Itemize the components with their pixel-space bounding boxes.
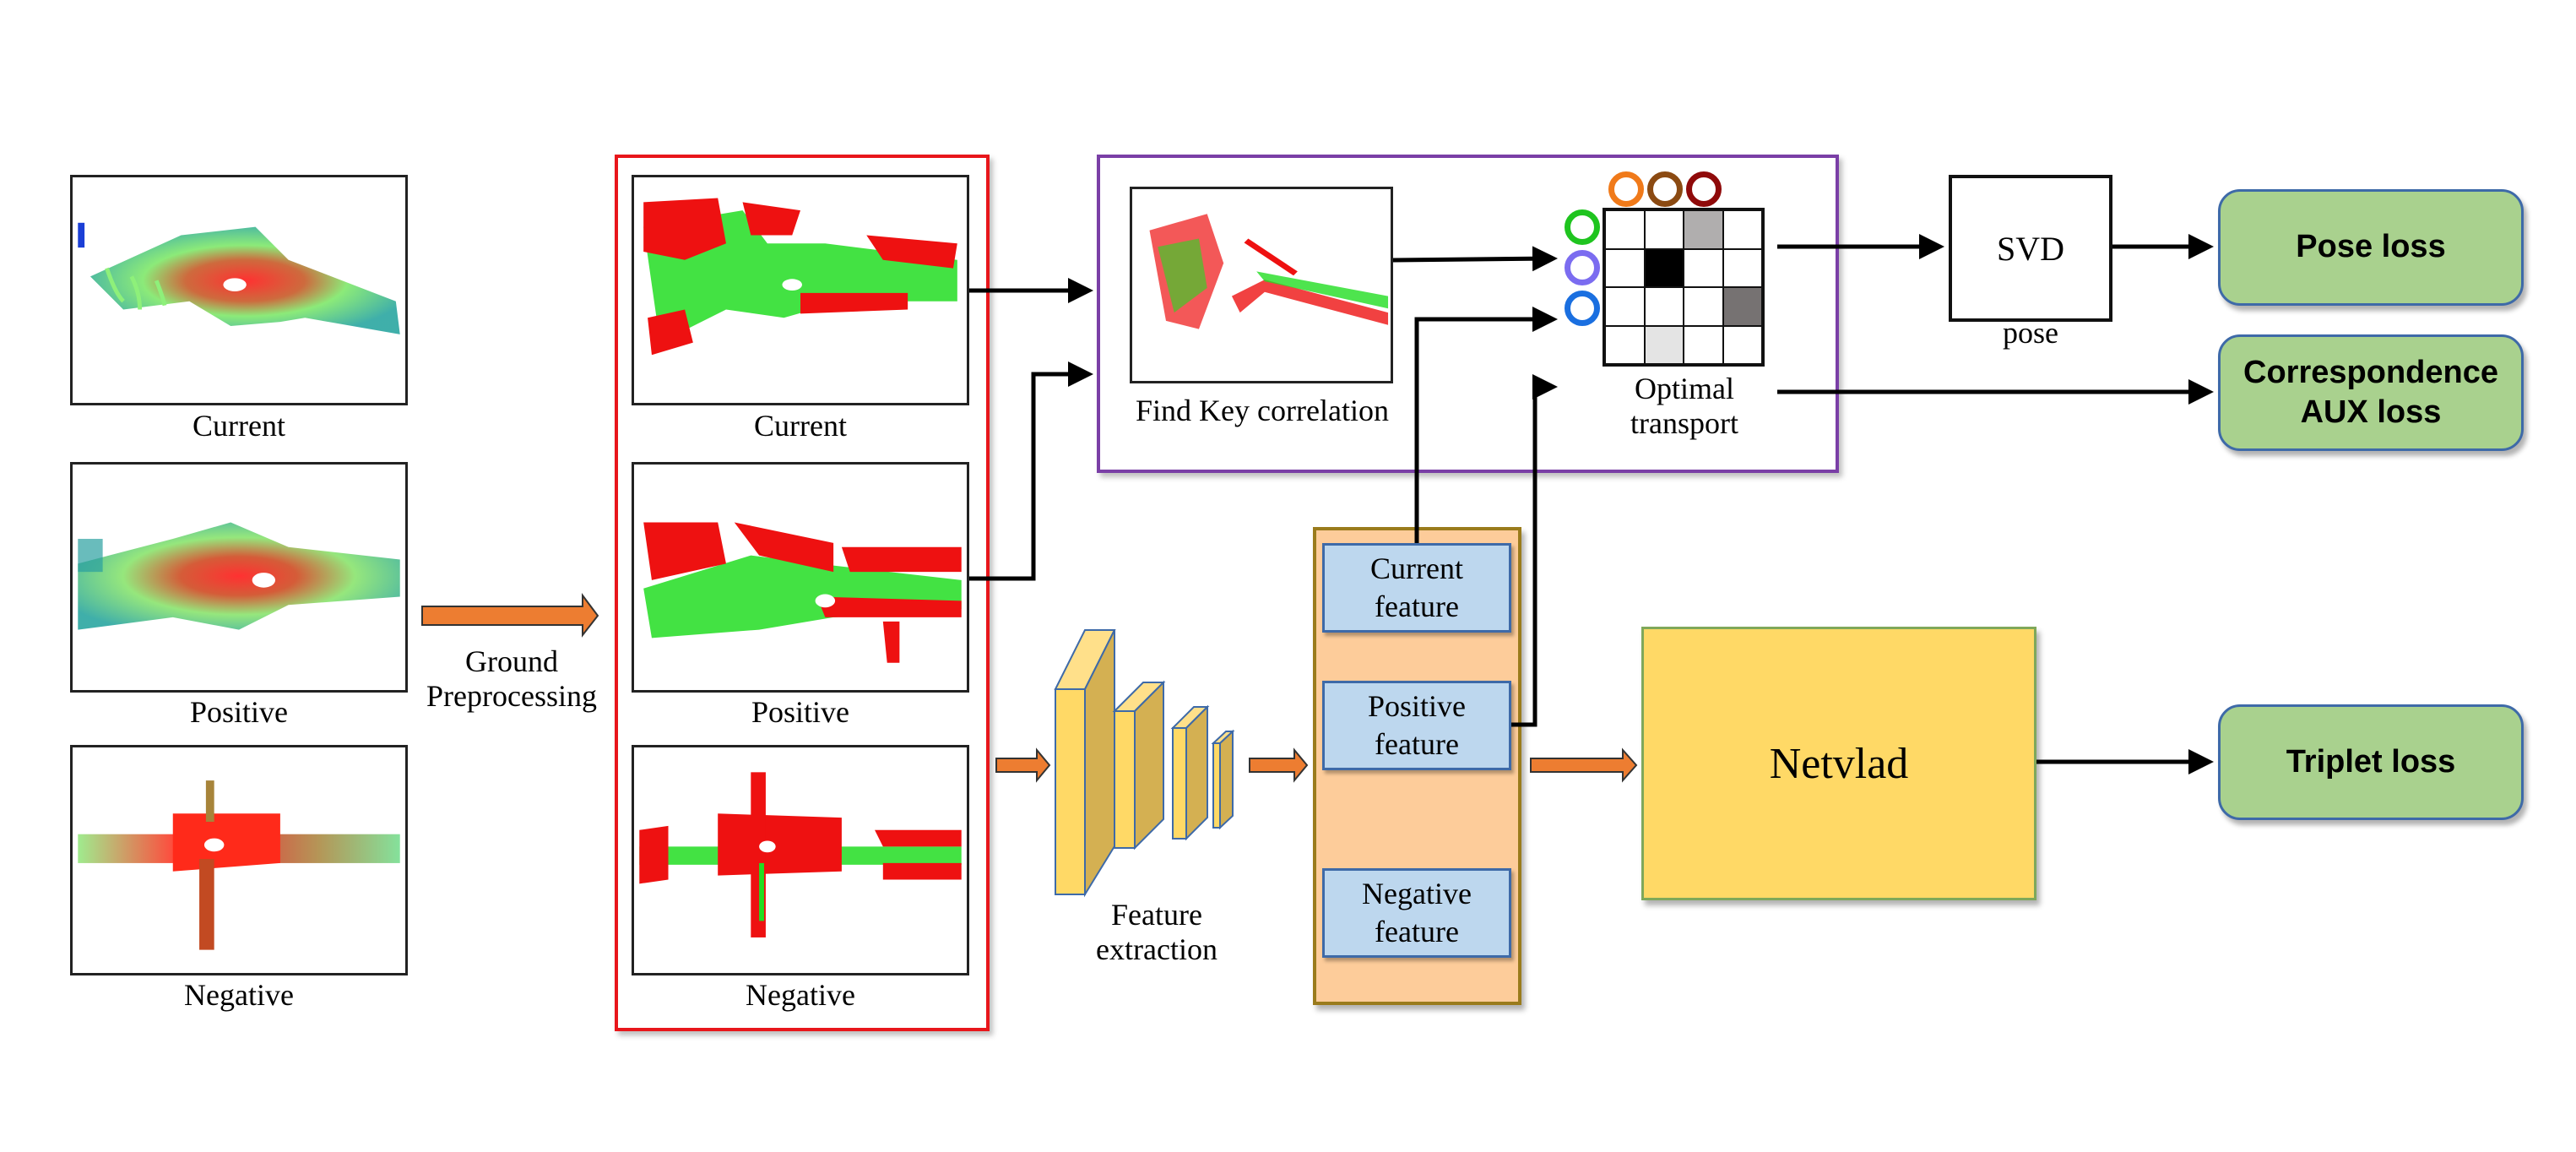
ot-matrix-cell bbox=[1684, 325, 1723, 364]
pointcloud-image bbox=[643, 198, 957, 356]
correspondence-loss-line1: Correspondence bbox=[2243, 354, 2498, 390]
raw-current-pointcloud bbox=[70, 175, 408, 405]
ot-matrix-cell bbox=[1722, 287, 1762, 326]
ot-matrix-cell bbox=[1684, 248, 1723, 287]
optimal-transport-line2: transport bbox=[1630, 406, 1738, 441]
triplet-loss-box: Triplet loss bbox=[2218, 704, 2524, 820]
ot-matrix-cell bbox=[1644, 210, 1684, 249]
ot-matrix-cell bbox=[1684, 210, 1723, 249]
pointcloud-image bbox=[639, 772, 962, 937]
cnn-feature-extractor-icon bbox=[1054, 629, 1235, 898]
ot-matrix-cell bbox=[1722, 325, 1762, 364]
filtered-negative-label: Negative bbox=[746, 978, 855, 1012]
ground-preprocessing-line2: Preprocessing bbox=[426, 679, 597, 714]
feature-extraction-line2: extraction bbox=[1096, 932, 1217, 967]
cnn-layer-1 bbox=[1054, 629, 1116, 898]
negative-feature-box: Negative feature bbox=[1322, 868, 1511, 958]
raw-positive-pointcloud bbox=[70, 462, 408, 693]
raw-current-label: Current bbox=[193, 409, 285, 443]
pose-label: pose bbox=[2003, 316, 2058, 350]
positive-feature-line1: Positive bbox=[1367, 689, 1466, 723]
ot-matrix-cell bbox=[1644, 287, 1684, 326]
feature-extraction-label: Feature extraction bbox=[1047, 898, 1266, 968]
optimal-transport-line1: Optimal bbox=[1635, 372, 1734, 405]
netvlad-block: Netvlad bbox=[1641, 627, 2036, 900]
pointcloud-image bbox=[643, 522, 962, 663]
ot-matrix-cell bbox=[1605, 210, 1645, 249]
orange-arrow-to-features bbox=[1249, 747, 1309, 783]
current-feature-line2: feature bbox=[1375, 590, 1459, 623]
optimal-transport-matrix bbox=[1603, 208, 1765, 367]
svd-block: SVD bbox=[1949, 175, 2112, 322]
raw-negative-pointcloud bbox=[70, 745, 408, 975]
orange-arrow-to-netvlad bbox=[1530, 747, 1638, 783]
cnn-layer-3 bbox=[1170, 704, 1210, 841]
ot-matrix-cell bbox=[1605, 287, 1645, 326]
ot-matrix-cell bbox=[1605, 248, 1645, 287]
filtered-current-label: Current bbox=[754, 409, 847, 443]
raw-negative-label: Negative bbox=[184, 978, 294, 1012]
pose-loss-label: Pose loss bbox=[2296, 229, 2446, 265]
feature-extraction-line1: Feature bbox=[1111, 898, 1202, 932]
filtered-negative-pointcloud bbox=[632, 745, 969, 975]
correspondence-aux-loss-box: Correspondence AUX loss bbox=[2218, 334, 2524, 451]
orange-arrow-preprocessing bbox=[421, 593, 599, 638]
correspondence-loss-line2: AUX loss bbox=[2300, 394, 2442, 430]
pointcloud-image bbox=[1149, 214, 1389, 329]
pointcloud-image bbox=[78, 522, 400, 630]
ot-matrix-cell bbox=[1722, 248, 1762, 287]
find-key-correlation-label: Find Key correlation bbox=[1136, 394, 1389, 427]
pose-loss-box: Pose loss bbox=[2218, 189, 2524, 306]
optimal-transport-label: Optimal transport bbox=[1587, 372, 1782, 442]
current-feature-box: Current feature bbox=[1322, 543, 1511, 633]
ot-row-marker-3 bbox=[1565, 291, 1600, 326]
ot-matrix-cell bbox=[1644, 325, 1684, 364]
negative-feature-line1: Negative bbox=[1362, 877, 1472, 910]
current-feature-line1: Current bbox=[1370, 552, 1463, 585]
pointcloud-image bbox=[78, 222, 400, 334]
ot-column-marker-2 bbox=[1647, 171, 1683, 207]
positive-feature-line2: feature bbox=[1375, 727, 1459, 761]
filtered-current-pointcloud bbox=[632, 175, 969, 405]
raw-positive-label: Positive bbox=[189, 695, 288, 729]
ot-column-marker-1 bbox=[1608, 171, 1644, 207]
ground-preprocessing-label: Ground Preprocessing bbox=[412, 644, 611, 715]
ground-preprocessing-line1: Ground bbox=[465, 644, 558, 678]
negative-feature-line2: feature bbox=[1375, 915, 1459, 948]
filtered-positive-pointcloud bbox=[632, 462, 969, 693]
ot-row-marker-1 bbox=[1565, 209, 1600, 245]
cnn-layer-2 bbox=[1112, 680, 1166, 850]
key-correlation-pointcloud bbox=[1130, 187, 1393, 383]
cnn-layer-4 bbox=[1211, 729, 1235, 830]
pointcloud-image bbox=[78, 780, 400, 950]
ground-removed-group bbox=[615, 155, 990, 1031]
ot-matrix-cell bbox=[1722, 210, 1762, 249]
triplet-loss-label: Triplet loss bbox=[2286, 743, 2456, 780]
filtered-positive-label: Positive bbox=[751, 695, 849, 729]
orange-arrow-to-cnn bbox=[995, 747, 1051, 783]
ot-matrix-cell bbox=[1644, 248, 1684, 287]
positive-feature-box: Positive feature bbox=[1322, 681, 1511, 770]
ot-row-marker-2 bbox=[1565, 250, 1600, 285]
svd-label: SVD bbox=[1996, 229, 2065, 268]
netvlad-label: Netvlad bbox=[1769, 739, 1909, 788]
ot-matrix-cell bbox=[1684, 287, 1723, 326]
ot-column-marker-3 bbox=[1686, 171, 1722, 207]
ot-matrix-cell bbox=[1605, 325, 1645, 364]
